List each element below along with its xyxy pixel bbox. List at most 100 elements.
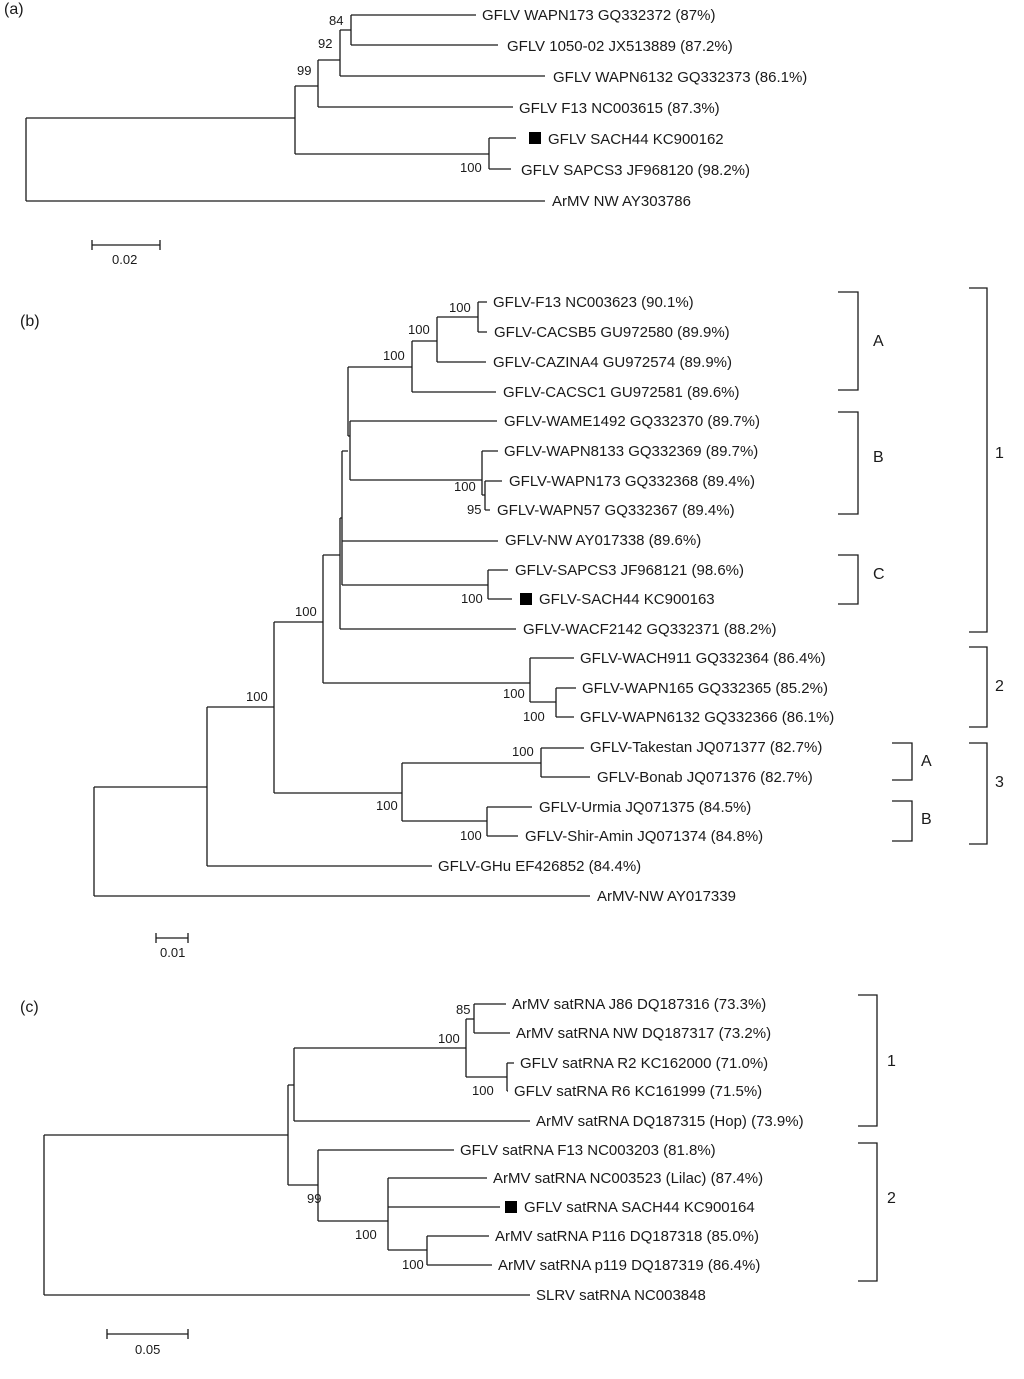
- leaf-label: GFLV-SACH44 KC900163: [539, 591, 715, 608]
- panel-a: (a) GFLV WAPN173 GQ332372 (87%) GFLV 105…: [4, 1, 807, 267]
- leaf-label: SLRV satRNA NC003848: [536, 1287, 706, 1304]
- panel-b-clade1-stem: [339, 517, 516, 630]
- panel-b-clade3-node: [401, 762, 541, 822]
- leaf-label: GFLV-WACF2142 GQ332371 (88.2%): [523, 621, 776, 638]
- bootstrap-value: 100: [438, 1031, 460, 1046]
- clade-bracket: [858, 994, 878, 1127]
- leaf-label: ArMV satRNA p119 DQ187319 (86.4%): [498, 1257, 760, 1274]
- leaf-label: GFLV-F13 NC003623 (90.1%): [493, 294, 694, 311]
- leaf-label: GFLV 1050-02 JX513889 (87.2%): [507, 38, 733, 55]
- bootstrap-value: 100: [449, 300, 471, 315]
- panel-b-clade2-inner: [555, 687, 576, 718]
- panel-b-clade1a-node: [411, 340, 496, 393]
- panel-b-node-100-leaf: [477, 301, 487, 333]
- leaf-label: GFLV WAPN173 GQ332372 (87%): [482, 7, 715, 24]
- leaf-label: GFLV-Urmia JQ071375 (84.5%): [539, 799, 751, 816]
- clade-label: 1: [887, 1053, 896, 1070]
- leaf-label: GFLV F13 NC003615 (87.3%): [519, 100, 720, 117]
- filled-square-marker-icon: [529, 132, 541, 144]
- clade-bracket: [969, 646, 988, 728]
- clade-label: 2: [887, 1190, 896, 1207]
- clade-label: A: [921, 753, 932, 770]
- leaf-label: GFLV satRNA SACH44 KC900164: [524, 1199, 755, 1216]
- filled-square-marker-icon: [505, 1201, 517, 1213]
- leaf-label: GFLV satRNA R2 KC162000 (71.0%): [520, 1055, 768, 1072]
- filled-square-marker-icon: [520, 593, 532, 605]
- bootstrap-value: 92: [318, 36, 332, 51]
- bootstrap-value: 100: [408, 322, 430, 337]
- bootstrap-value: 100: [460, 828, 482, 843]
- bootstrap-value: 100: [461, 591, 483, 606]
- panel-b-clade3a-node: [540, 747, 590, 778]
- bootstrap-value: 100: [355, 1227, 377, 1242]
- panel-c-clade1-node: [293, 1047, 530, 1122]
- clade-label: 3: [995, 774, 1004, 791]
- leaf-label: GFLV SACH44 KC900162: [548, 131, 724, 148]
- bootstrap-value: 100: [383, 348, 405, 363]
- panel-c-node-100-b: [506, 1062, 514, 1092]
- leaf-label: ArMV satRNA P116 DQ187318 (85.0%): [495, 1228, 759, 1245]
- leaf-label: GFLV-Bonab JQ071376 (82.7%): [597, 769, 813, 786]
- panel-b-clade1a-stem: [347, 366, 412, 437]
- bootstrap-value: 100: [503, 686, 525, 701]
- leaf-label: GFLV-WACH911 GQ332364 (86.4%): [580, 650, 826, 667]
- bootstrap-value: 100: [295, 604, 317, 619]
- panel-b-node-100-top: [206, 706, 432, 867]
- clade-bracket: [838, 411, 859, 515]
- bootstrap-value: 95: [467, 502, 481, 517]
- panel-b-clade2-node: [529, 657, 574, 703]
- panel-c-node-85: [473, 1003, 510, 1034]
- clade-bracket: [969, 742, 988, 845]
- bootstrap-value: 85: [456, 1002, 470, 1017]
- leaf-label: GFLV-SAPCS3 JF968121 (98.6%): [515, 562, 744, 579]
- clade-bracket: [838, 291, 859, 391]
- panel-a-node-92: [317, 59, 513, 108]
- clade-label: B: [921, 811, 932, 828]
- panel-a-node-99: [294, 85, 489, 155]
- panel-c: (c) ArMV satRNA J86 DQ187316 (73.3%) ArM…: [20, 994, 896, 1357]
- bootstrap-value: 100: [512, 744, 534, 759]
- leaf-label: ArMV NW AY303786: [552, 193, 691, 210]
- panel-a-label: (a): [4, 1, 24, 18]
- leaf-label: GFLV-NW AY017338 (89.6%): [505, 532, 701, 549]
- clade-label: A: [873, 333, 884, 350]
- clade-bracket: [838, 554, 859, 605]
- leaf-label: ArMV satRNA J86 DQ187316 (73.3%): [512, 996, 766, 1013]
- panel-b-clade1b-node: [349, 420, 497, 481]
- leaf-label: ArMV-NW AY017339: [597, 888, 736, 905]
- panel-b-clade1c-node: [487, 569, 512, 600]
- panel-a-node-84: [350, 14, 498, 46]
- clade-label: C: [873, 566, 885, 583]
- scale-bar-label: 0.01: [160, 945, 185, 960]
- panel-c-clade2-node: [317, 1149, 454, 1222]
- scale-bar: [106, 1329, 189, 1339]
- leaf-label: GFLV satRNA F13 NC003203 (81.8%): [460, 1142, 716, 1159]
- leaf-label: GFLV WAPN6132 GQ332373 (86.1%): [553, 69, 807, 86]
- panel-c-label: (c): [20, 999, 39, 1016]
- clade-label: 1: [995, 445, 1004, 462]
- panel-a-node-100: [488, 137, 516, 170]
- bootstrap-value: 100: [472, 1083, 494, 1098]
- panel-c-node-100-d: [426, 1235, 492, 1266]
- clade-bracket: [892, 742, 913, 781]
- leaf-label: ArMV satRNA NW DQ187317 (73.2%): [516, 1025, 771, 1042]
- panel-b-clade3b-node: [486, 806, 532, 837]
- panel-c-node-100-c: [387, 1177, 500, 1251]
- leaf-label: GFLV-WAPN8133 GQ332369 (89.7%): [504, 443, 758, 460]
- clade-label: 2: [995, 678, 1004, 695]
- leaf-label: GFLV-WAPN6132 GQ332366 (86.1%): [580, 709, 834, 726]
- panel-c-node-99: [287, 1084, 318, 1186]
- leaf-label: GFLV-WAPN173 GQ332368 (89.4%): [509, 473, 755, 490]
- bootstrap-value: 100: [376, 798, 398, 813]
- bootstrap-value: 100: [402, 1257, 424, 1272]
- leaf-label: GFLV-WAPN57 GQ332367 (89.4%): [497, 502, 735, 519]
- panel-b-node-100-inner: [436, 316, 486, 363]
- panel-c-root-branches: [43, 1134, 530, 1296]
- bootstrap-value: 100: [454, 479, 476, 494]
- scale-bar-label: 0.02: [112, 252, 137, 267]
- leaf-label: GFLV-GHu EF426852 (84.4%): [438, 858, 641, 875]
- clade-bracket: [858, 1142, 878, 1282]
- clade-bracket: [969, 287, 988, 633]
- bootstrap-value: 100: [246, 689, 268, 704]
